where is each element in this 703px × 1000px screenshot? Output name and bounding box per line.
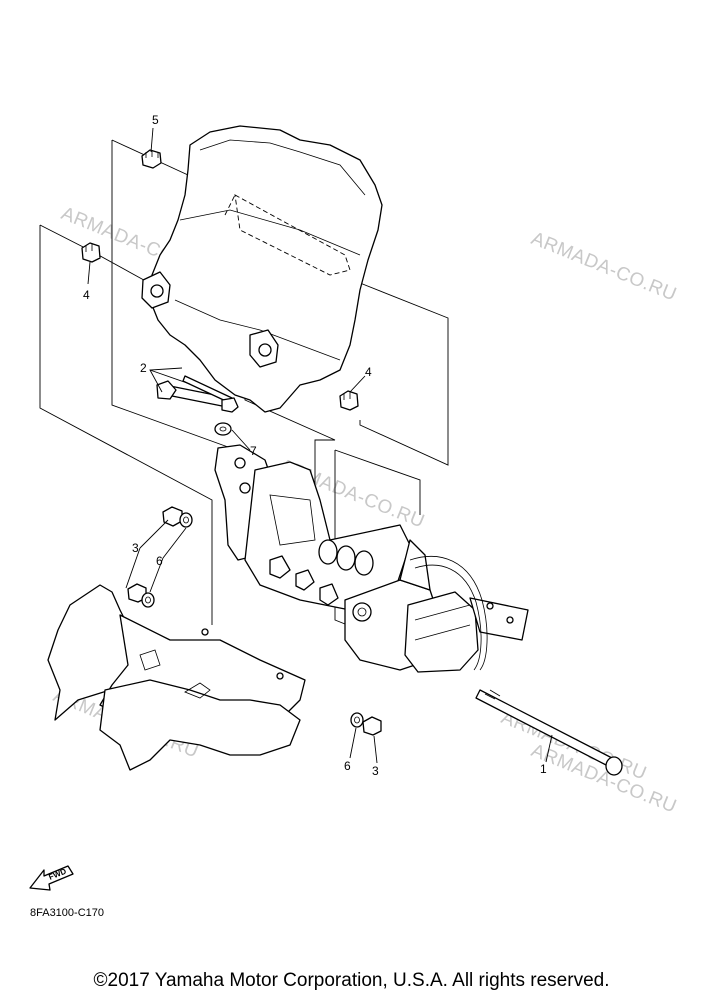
- callout-4-left: 4: [83, 288, 90, 302]
- callout-leaders: [87, 127, 553, 764]
- nut-3-upper: [162, 506, 183, 527]
- watermark-2: ARMADA-CO.RU: [528, 228, 679, 305]
- washer-6-upper: [179, 512, 193, 528]
- washer-6-bottom: [350, 712, 364, 728]
- callout-6-upper: 6: [156, 554, 163, 568]
- through-bolt-1: [475, 689, 623, 776]
- callout-5: 5: [152, 113, 159, 127]
- callout-3-bottom: 3: [372, 764, 379, 778]
- callout-3-upper: 3: [132, 541, 139, 555]
- callout-2: 2: [140, 361, 147, 375]
- callout-numbers: 5 4 4 2 7 3 6 6 3 1: [83, 113, 547, 778]
- mount-bracket-frame: [214, 444, 529, 673]
- copyright-notice: ©2017 Yamaha Motor Corporation, U.S.A. A…: [93, 970, 610, 991]
- nut-4-left: [81, 242, 101, 263]
- callout-1: 1: [540, 762, 547, 776]
- callout-4-right: 4: [365, 365, 372, 379]
- bolt-2: [156, 375, 239, 413]
- callout-7: 7: [250, 444, 257, 458]
- washer-7: [214, 422, 232, 436]
- diagram-code: 8FA3100-C170: [30, 907, 104, 919]
- nut-3-bottom: [362, 716, 382, 736]
- nut-4-right: [339, 390, 359, 411]
- washer-6-lower-left: [141, 592, 155, 608]
- callout-6-bottom: 6: [344, 759, 351, 773]
- lower-skid-plate: [47, 584, 306, 771]
- engine-block: [141, 125, 383, 413]
- fwd-arrow-icon: FWD: [29, 865, 74, 891]
- nut-5: [141, 149, 162, 169]
